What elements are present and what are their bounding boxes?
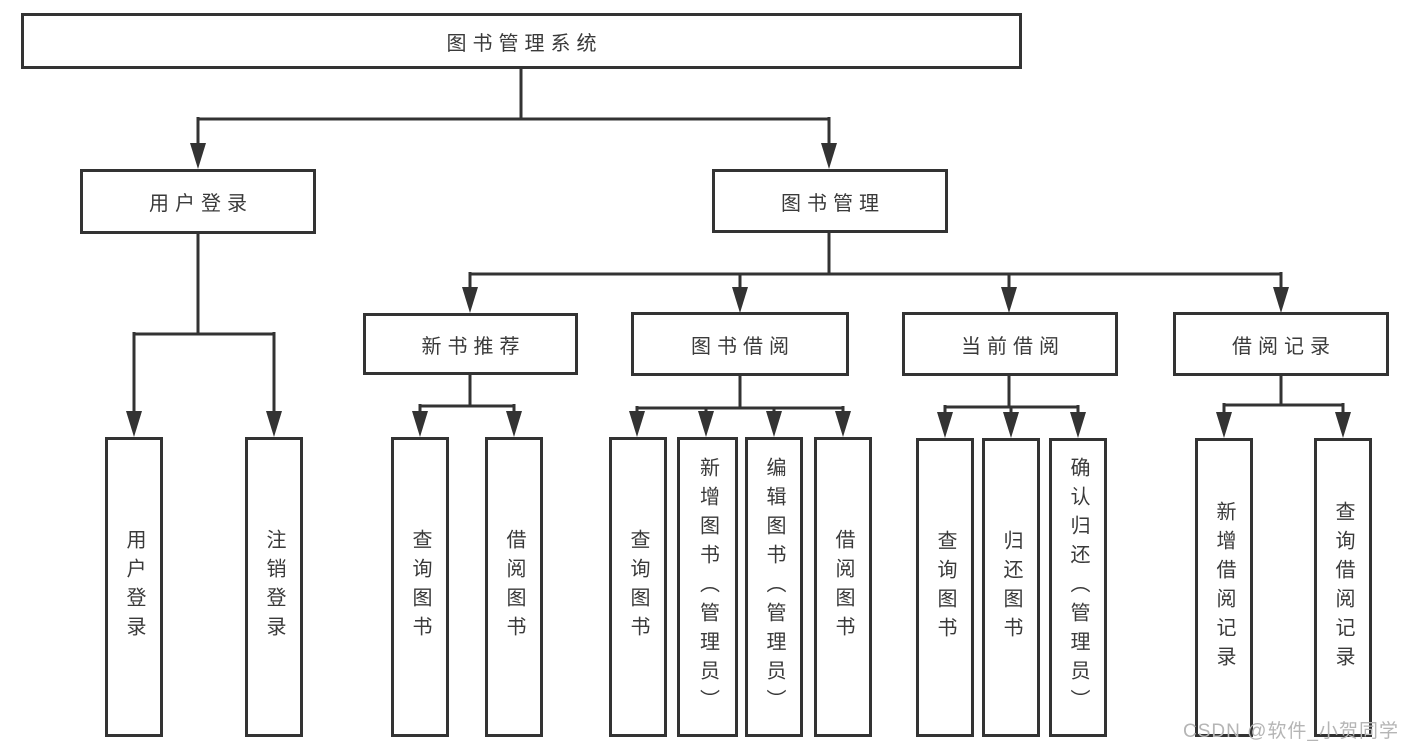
leaf-logout: 注销登录 [245,437,303,737]
leaf-borrow-books: 借阅图书 [814,437,872,737]
leaf-query-books-recommendation: 查询图书 [391,437,449,737]
node-new-book-recommendation: 新书推荐 [363,313,578,375]
node-library-management-system: 图书管理系统 [21,13,1022,69]
node-label: 用户登录 [149,193,253,215]
leaf-label: 新增图书（管理员） [696,456,719,718]
node-user-login: 用户登录 [80,169,316,234]
csdn-watermark: CSDN @软件_小贺同学 [1183,721,1399,742]
leaf-label: 借阅图书 [503,529,525,645]
node-book-borrowing: 图书借阅 [631,312,849,376]
leaf-edit-books-admin: 编辑图书（管理员） [745,437,803,737]
leaf-query-books-current: 查询图书 [916,438,974,737]
leaf-add-borrow-record: 新增借阅记录 [1195,438,1253,737]
leaf-label: 用户登录 [123,529,145,645]
leaf-label: 借阅图书 [832,529,854,645]
leaf-label: 归还图书 [1000,529,1022,646]
leaf-add-books-admin: 新增图书（管理员） [677,437,738,737]
leaf-return-books: 归还图书 [982,438,1040,737]
leaf-query-books-borrowing: 查询图书 [609,437,667,737]
leaf-label: 编辑图书（管理员） [763,456,785,718]
leaf-user-login: 用户登录 [105,437,163,737]
leaf-label: 新增借阅记录 [1213,500,1235,675]
leaf-label: 确认归还（管理员） [1067,457,1089,718]
node-current-borrowing: 当前借阅 [902,312,1118,376]
leaf-borrow-books-recommendation: 借阅图书 [485,437,543,737]
node-label: 新书推荐 [421,335,526,358]
leaf-label: 查询借阅记录 [1332,500,1354,675]
node-label: 图书管理 [781,192,885,215]
node-book-management: 图书管理 [712,169,948,233]
leaf-confirm-return-admin: 确认归还（管理员） [1049,438,1107,737]
node-borrowing-records: 借阅记录 [1173,312,1389,376]
leaf-label: 查询图书 [409,529,431,645]
leaf-query-borrow-record: 查询借阅记录 [1314,438,1372,737]
leaf-label: 注销登录 [263,529,285,645]
leaf-label: 查询图书 [627,529,649,645]
node-label: 借阅记录 [1232,335,1336,358]
node-label: 图书借阅 [691,335,795,358]
node-label: 当前借阅 [961,335,1065,358]
leaf-label: 查询图书 [934,529,956,646]
node-label: 图书管理系统 [446,32,603,55]
